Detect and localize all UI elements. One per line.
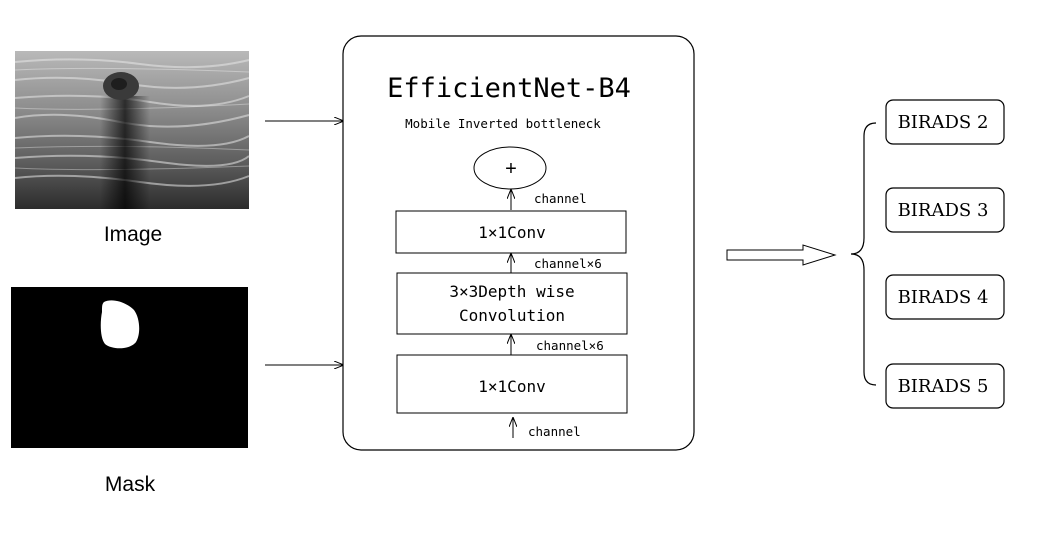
depthwise-label-line1: 3×3Depth wise <box>449 282 574 301</box>
conv-bottom-block <box>396 354 628 414</box>
output-class-label: BIRADS 5 <box>898 376 989 397</box>
output-class-label: BIRADS 3 <box>898 200 989 221</box>
ultrasound-image <box>14 51 250 209</box>
image-label: Image <box>104 223 162 246</box>
channel-label-bottom: channel <box>528 424 581 439</box>
add-symbol: + <box>505 158 517 180</box>
conv-bottom-label: 1×1Conv <box>478 377 545 396</box>
channel6-label-lower: channel×6 <box>536 338 604 353</box>
conv-top-label: 1×1Conv <box>478 223 545 242</box>
mask-image <box>11 287 248 448</box>
model-title: EfficientNet-B4 <box>387 73 631 104</box>
output-brace <box>850 122 877 386</box>
depthwise-label-line2: Convolution <box>459 306 565 325</box>
conv-top-block <box>395 210 627 254</box>
output-class-label: BIRADS 4 <box>898 287 989 308</box>
output-class-label: BIRADS 2 <box>898 112 989 133</box>
output-class-birads-5: BIRADS 5 <box>885 363 1005 409</box>
channel-label-top: channel <box>534 191 587 206</box>
output-class-birads-4: BIRADS 4 <box>885 274 1005 320</box>
channel6-label-upper: channel×6 <box>534 256 602 271</box>
output-arrow <box>726 244 837 266</box>
output-class-birads-3: BIRADS 3 <box>885 187 1005 233</box>
mask-label: Mask <box>105 473 156 496</box>
output-class-birads-2: BIRADS 2 <box>885 99 1005 145</box>
model-subtitle: Mobile Inverted bottleneck <box>405 116 601 131</box>
